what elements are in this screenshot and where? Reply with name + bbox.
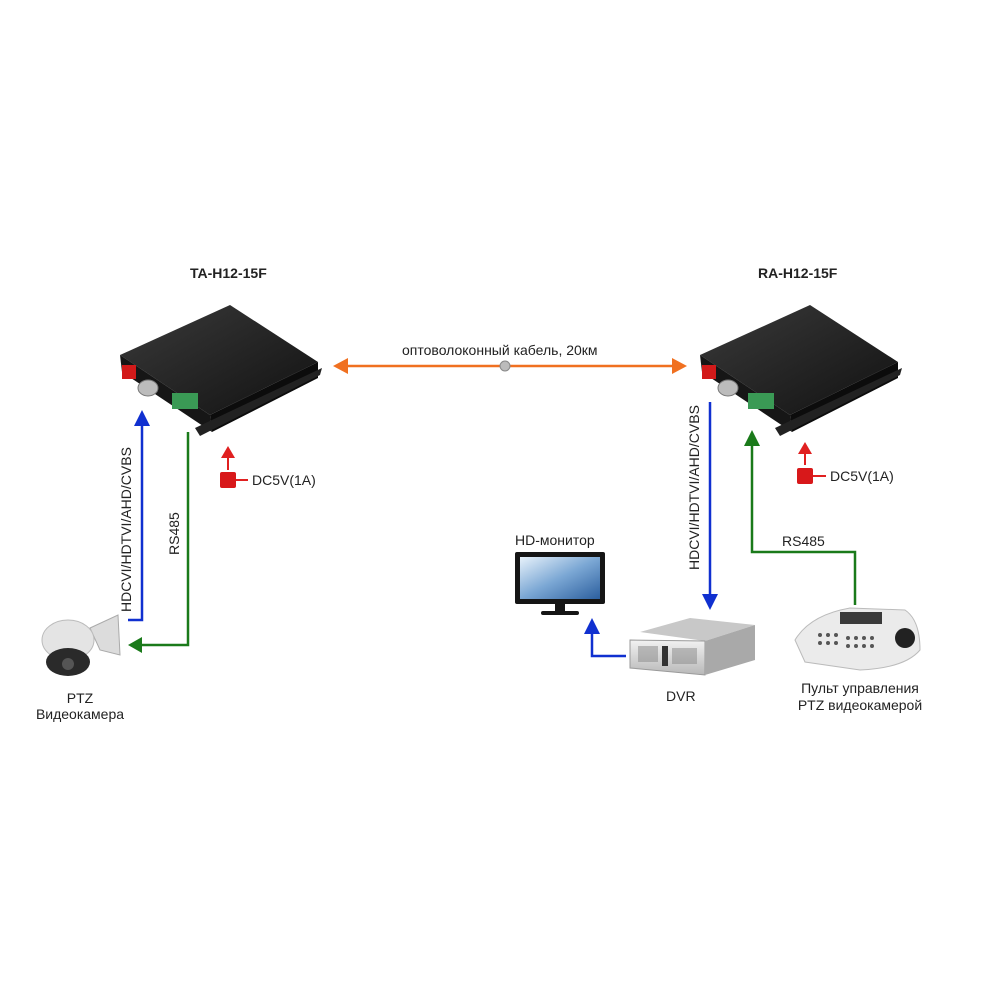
terminal-block-icon: [172, 393, 198, 409]
transmitter-model-label: TA-H12-15F: [190, 265, 267, 281]
left-power-indicator: [220, 446, 248, 488]
fiber-port-icon: [122, 365, 136, 379]
bnc-connector-icon: [137, 379, 159, 397]
power-plug-icon: [220, 472, 236, 488]
fiber-port-icon: [702, 365, 716, 379]
monitor-label: HD-монитор: [515, 532, 595, 548]
ptz-camera-icon: [41, 614, 121, 676]
right-power-indicator: [797, 442, 826, 484]
right-video-arrow: [702, 402, 718, 610]
left-rs485-label: RS485: [166, 512, 182, 555]
terminal-block-icon: [748, 393, 774, 409]
dvr-label: DVR: [666, 688, 696, 704]
left-video-arrow: [128, 410, 150, 622]
right-video-signal-label: HDCVI/HDTVI/AHD/CVBS: [686, 405, 702, 570]
fiber-link-arrow: [333, 358, 687, 374]
ptz-controller-icon: [794, 607, 921, 671]
receiver-model-label: RA-H12-15F: [758, 265, 838, 281]
left-video-signal-label: HDCVI/HDTVI/AHD/CVBS: [118, 447, 134, 612]
bnc-connector-icon: [717, 379, 739, 397]
fiber-cable-label: оптоволоконный кабель, 20км: [402, 342, 598, 358]
controller-label-line2: PTZ видеокамерой: [797, 697, 923, 713]
camera-label-line2: Видеокамера: [35, 706, 125, 722]
left-rs485-arrow: [128, 432, 190, 653]
fiber-joint-icon: [499, 360, 511, 372]
controller-label-line1: Пульт управления: [801, 680, 919, 696]
right-power-label: DC5V(1A): [830, 468, 894, 484]
camera-label-line1: PTZ: [66, 690, 94, 706]
hd-monitor-icon: [515, 552, 605, 615]
receiver-device: [700, 305, 902, 436]
left-power-label: DC5V(1A): [252, 472, 316, 488]
right-rs485-arrow: [744, 430, 857, 605]
dvr-icon: [629, 618, 755, 676]
dvr-to-monitor-arrow: [584, 618, 626, 658]
right-rs485-label: RS485: [782, 533, 825, 549]
power-plug-icon: [797, 468, 813, 484]
transmitter-device: [120, 305, 322, 436]
